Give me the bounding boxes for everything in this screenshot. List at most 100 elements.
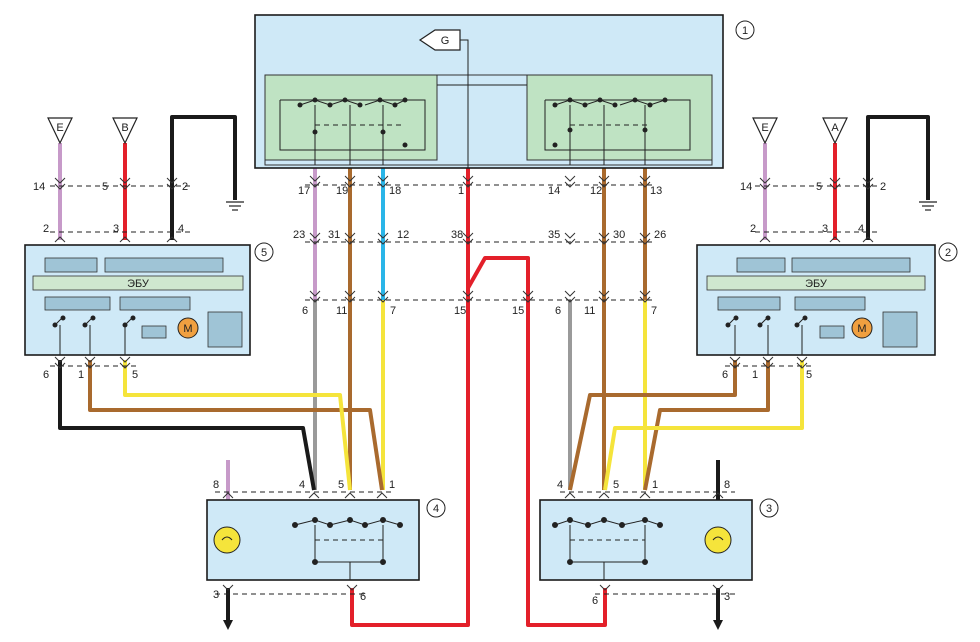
left-top-pin-labels: 14 5 2 <box>33 181 188 193</box>
wire-black-right-ground <box>866 115 930 240</box>
svg-text:3: 3 <box>724 591 730 603</box>
block-1-badge <box>735 20 755 40</box>
block-5-chip-f <box>141 325 167 339</box>
svg-text:35: 35 <box>548 229 560 241</box>
right-switch-contacts <box>544 97 691 165</box>
svg-text:4: 4 <box>557 479 563 491</box>
block-5-chip-b <box>104 257 224 273</box>
right-top-pins <box>759 177 874 243</box>
svg-text:2: 2 <box>750 223 756 235</box>
svg-text:5: 5 <box>338 479 344 491</box>
e-right-terminal-icon <box>752 117 778 145</box>
wire-brown-r6 <box>568 360 737 491</box>
b3-top-pins <box>564 492 724 499</box>
block-5-badge <box>254 242 274 262</box>
right-mid-pin-labels: 2 3 4 <box>750 223 864 235</box>
motor-right-icon <box>851 317 873 339</box>
svg-text:11: 11 <box>584 305 595 317</box>
block-3-number: 3 <box>766 503 772 515</box>
block-2-relays <box>725 315 808 355</box>
svg-text:3: 3 <box>213 589 219 601</box>
svg-text:1: 1 <box>652 479 658 491</box>
svg-text:5: 5 <box>132 369 138 381</box>
svg-text:13: 13 <box>650 185 662 197</box>
arrow-b3-down <box>713 620 723 630</box>
svg-text:3: 3 <box>822 223 828 235</box>
block-5-ecu-bar <box>32 275 244 291</box>
block-2-chip-f <box>819 325 845 339</box>
wire-red-cross <box>466 256 607 627</box>
block-5-chip-a <box>44 257 98 273</box>
lamp-left-icon <box>213 526 241 554</box>
svg-text:14: 14 <box>33 181 45 193</box>
block-5-chip-d <box>119 296 191 311</box>
left-bottom-pin-labels: 6 1 5 <box>43 369 138 381</box>
e-right-label: E <box>761 122 768 134</box>
svg-text:38: 38 <box>451 229 463 241</box>
svg-text:15: 15 <box>454 305 466 317</box>
block-1-right-switch <box>526 74 713 161</box>
svg-text:15: 15 <box>512 305 524 317</box>
right-top-pin-labels: 14 5 2 <box>740 181 886 193</box>
svg-text:3: 3 <box>113 223 119 235</box>
b-left-label: B <box>121 122 128 134</box>
svg-text:19: 19 <box>336 185 348 197</box>
ecu-right-label: ЭБУ <box>805 278 828 290</box>
b3-switch-contacts <box>552 517 663 580</box>
svg-text:23: 23 <box>293 229 305 241</box>
svg-text:4: 4 <box>299 479 305 491</box>
block-5-chip-c <box>44 296 111 311</box>
block-2-chip-a <box>736 257 786 273</box>
svg-text:6: 6 <box>43 369 49 381</box>
motor-left-icon <box>177 317 199 339</box>
svg-text:6: 6 <box>555 305 561 317</box>
right-bottom-pins <box>729 356 808 369</box>
svg-text:26: 26 <box>654 229 666 241</box>
svg-text:1: 1 <box>752 369 758 381</box>
right-bottom-pin-labels: 6 1 5 <box>722 369 812 381</box>
svg-text:7: 7 <box>651 305 657 317</box>
svg-text:14: 14 <box>740 181 752 193</box>
block-2-chip-b <box>791 257 911 273</box>
g-terminal-label: G <box>441 35 450 47</box>
svg-text:1: 1 <box>78 369 84 381</box>
block-2-chip-e <box>882 311 918 348</box>
left-top-pins <box>54 177 178 243</box>
svg-text:6: 6 <box>592 595 598 607</box>
ground-right-icon <box>919 201 937 211</box>
central-connector-pins <box>309 175 651 303</box>
svg-text:1: 1 <box>389 479 395 491</box>
motor-left-label: M <box>183 323 192 335</box>
b4-bottom-pins <box>222 584 358 591</box>
c2-pin-labels: 23 31 12 38 35 30 26 <box>293 229 666 241</box>
left-switch-contacts <box>279 97 426 165</box>
b3-top-pin-labels: 4 5 1 8 <box>557 479 730 491</box>
svg-text:14: 14 <box>548 185 560 197</box>
motor-right-label: M <box>857 323 866 335</box>
arrow-b4-down <box>223 620 233 630</box>
svg-text:5: 5 <box>806 369 812 381</box>
svg-text:2: 2 <box>880 181 886 193</box>
svg-text:11: 11 <box>336 305 347 317</box>
svg-text:1: 1 <box>458 185 464 197</box>
svg-text:7: 7 <box>390 305 396 317</box>
svg-text:5: 5 <box>816 181 822 193</box>
left-bottom-pins <box>54 356 131 369</box>
block-5-chip-e <box>207 311 243 348</box>
block-5-number: 5 <box>261 247 267 259</box>
svg-text:18: 18 <box>389 185 401 197</box>
block-1-number: 1 <box>742 25 748 37</box>
wire-black-l6 <box>58 360 316 491</box>
wire-yellow-r5 <box>603 360 804 491</box>
lamp-left-filament <box>221 536 233 541</box>
svg-text:17: 17 <box>298 185 310 197</box>
ecu-left-label: ЭБУ <box>127 278 150 290</box>
b3-bottom-pin-labels: 6 3 <box>592 591 730 607</box>
b3-bottom-pins <box>599 584 724 591</box>
block-1-left-switch <box>264 74 438 161</box>
svg-text:2: 2 <box>182 181 188 193</box>
svg-text:5: 5 <box>613 479 619 491</box>
left-mid-pin-labels: 2 3 4 <box>43 223 184 235</box>
wire-brown-l1 <box>88 360 384 491</box>
